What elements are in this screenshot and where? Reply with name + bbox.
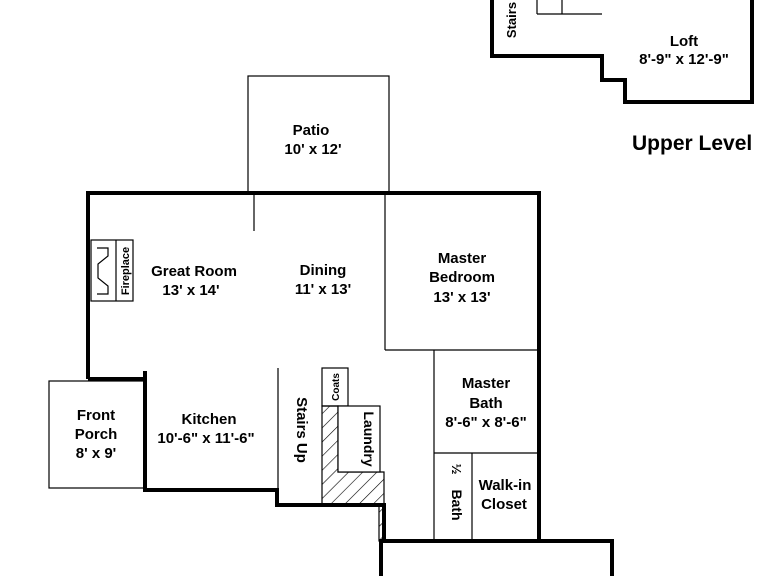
front-porch-line1: Front bbox=[77, 407, 115, 424]
front-porch-line2: Porch bbox=[75, 426, 118, 443]
walk-in-closet-line2: Closet bbox=[481, 496, 527, 513]
stairs-up-label: Stairs Up bbox=[293, 397, 310, 463]
upper-level-title: Upper Level bbox=[632, 132, 752, 155]
upper-level-plan: Stairs Loft 8'-9" x 12'-9" Upper Level bbox=[490, 0, 754, 155]
laundry-room bbox=[337, 405, 381, 473]
master-bath-line2: Bath bbox=[469, 395, 502, 412]
stair-hatch-lower bbox=[378, 504, 386, 542]
main-floor-exterior-wall bbox=[86, 191, 541, 541]
master-bedroom-line2: Bedroom bbox=[429, 269, 495, 286]
master-bedroom-line1: Master bbox=[438, 250, 487, 267]
fireplace-box bbox=[90, 239, 134, 302]
laundry-label: Laundry bbox=[361, 411, 377, 466]
patio-size: 10' x 12' bbox=[284, 141, 341, 158]
kitchen-size: 10'-6" x 11'-6" bbox=[157, 430, 254, 447]
dining-name: Dining bbox=[300, 262, 347, 279]
coats-label: Coats bbox=[331, 373, 342, 401]
master-bath-size: 8'-6" x 8'-6" bbox=[445, 414, 526, 431]
lower-area-wall bbox=[379, 539, 614, 576]
master-bedroom-size: 13' x 13' bbox=[433, 289, 490, 306]
fireplace-hearth bbox=[97, 247, 109, 295]
loft-name: Loft bbox=[670, 33, 698, 50]
kitchen-name: Kitchen bbox=[181, 411, 236, 428]
walk-in-closet-line1: Walk-in bbox=[479, 477, 532, 494]
half-bath-label: ½ Bath bbox=[449, 464, 465, 521]
patio-name: Patio bbox=[293, 122, 330, 139]
fireplace: Fireplace bbox=[90, 239, 134, 302]
front-porch-size: 8' x 9' bbox=[76, 445, 117, 462]
half-bath-word: Bath bbox=[449, 489, 465, 520]
loft-size: 8'-9" x 12'-9" bbox=[639, 51, 729, 68]
master-bath-line1: Master bbox=[462, 375, 511, 392]
great-room-size: 13' x 14' bbox=[162, 282, 219, 299]
great-room-name: Great Room bbox=[151, 263, 237, 280]
loft-outline bbox=[490, 0, 754, 104]
half-bath-fraction: ½ bbox=[449, 464, 464, 475]
stairs-top-label: Stairs bbox=[504, 2, 519, 38]
fireplace-label: Fireplace bbox=[120, 247, 132, 295]
dining-size: 11' x 13' bbox=[295, 281, 351, 298]
